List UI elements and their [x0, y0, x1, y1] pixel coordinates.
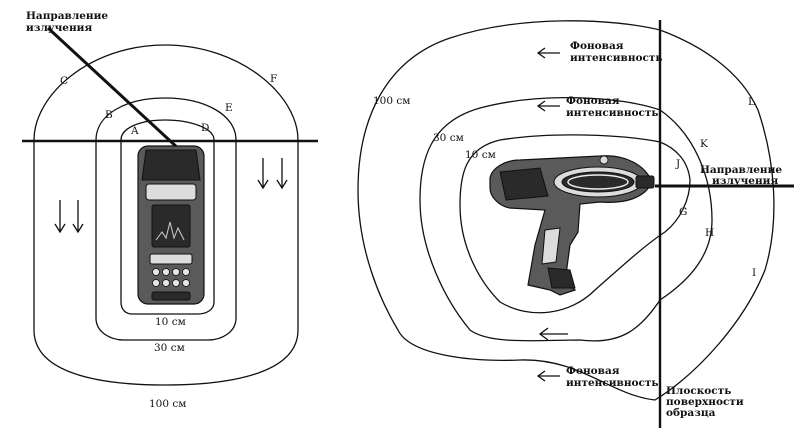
point-l: L	[748, 96, 755, 108]
left-direction-pointer	[46, 26, 182, 152]
left-contour-100cm	[33, 44, 299, 386]
left-background-arrows-left	[54, 200, 84, 234]
left-view: Направление излучения C F B E A D 10 см …	[22, 10, 318, 410]
sample-plane-label-1: Плоскость	[666, 385, 731, 397]
right-contour-100cm	[357, 20, 775, 401]
left-zone-30cm: 30 см	[154, 342, 185, 354]
right-arrow-bg-2	[536, 100, 560, 112]
analyzer-side-view	[489, 155, 655, 296]
right-zone-100cm: 100 см	[373, 95, 410, 107]
right-zone-30cm: 30 см	[433, 132, 464, 144]
point-a: A	[130, 125, 139, 137]
point-e: E	[225, 102, 233, 114]
point-d: D	[201, 122, 209, 134]
background-label-1a: Фоновая	[570, 40, 624, 52]
right-direction-label-1: Направление	[700, 164, 782, 176]
right-view: Фоновая интенсивность Фоновая интенсивно…	[357, 20, 794, 428]
background-label-3a: Фоновая	[566, 365, 620, 377]
point-j: J	[675, 158, 680, 170]
sample-plane-label-2: поверхности	[666, 396, 744, 408]
right-arrow-bg-1	[536, 47, 560, 59]
right-contour-30cm	[419, 97, 713, 342]
sample-plane-label-3: образца	[666, 407, 716, 419]
left-direction-label-1: Направление	[26, 10, 108, 22]
right-zone-10cm: 10 см	[465, 149, 496, 161]
background-label-1b: интенсивность	[570, 52, 663, 64]
right-direction-label-2: излучения	[712, 175, 778, 187]
keypad	[152, 268, 190, 287]
analyzer-top-view	[137, 145, 205, 305]
background-label-2b: интенсивность	[566, 107, 659, 119]
point-c: C	[60, 75, 68, 87]
point-b: B	[105, 109, 113, 121]
point-i: I	[752, 267, 756, 279]
left-zone-10cm: 10 см	[155, 316, 186, 328]
point-g: G	[679, 206, 687, 218]
right-contour-10cm	[459, 134, 691, 314]
point-h: H	[705, 227, 714, 239]
right-arrow-inner	[538, 327, 568, 341]
left-background-arrows-right	[257, 158, 288, 190]
point-f: F	[270, 73, 277, 85]
left-direction-label-2: излучения	[26, 22, 92, 34]
background-label-2a: Фоновая	[566, 95, 620, 107]
left-zone-100cm: 100 см	[149, 398, 186, 410]
point-k: K	[700, 138, 708, 150]
background-label-3b: интенсивность	[566, 377, 659, 389]
right-arrow-bg-3	[536, 370, 560, 382]
